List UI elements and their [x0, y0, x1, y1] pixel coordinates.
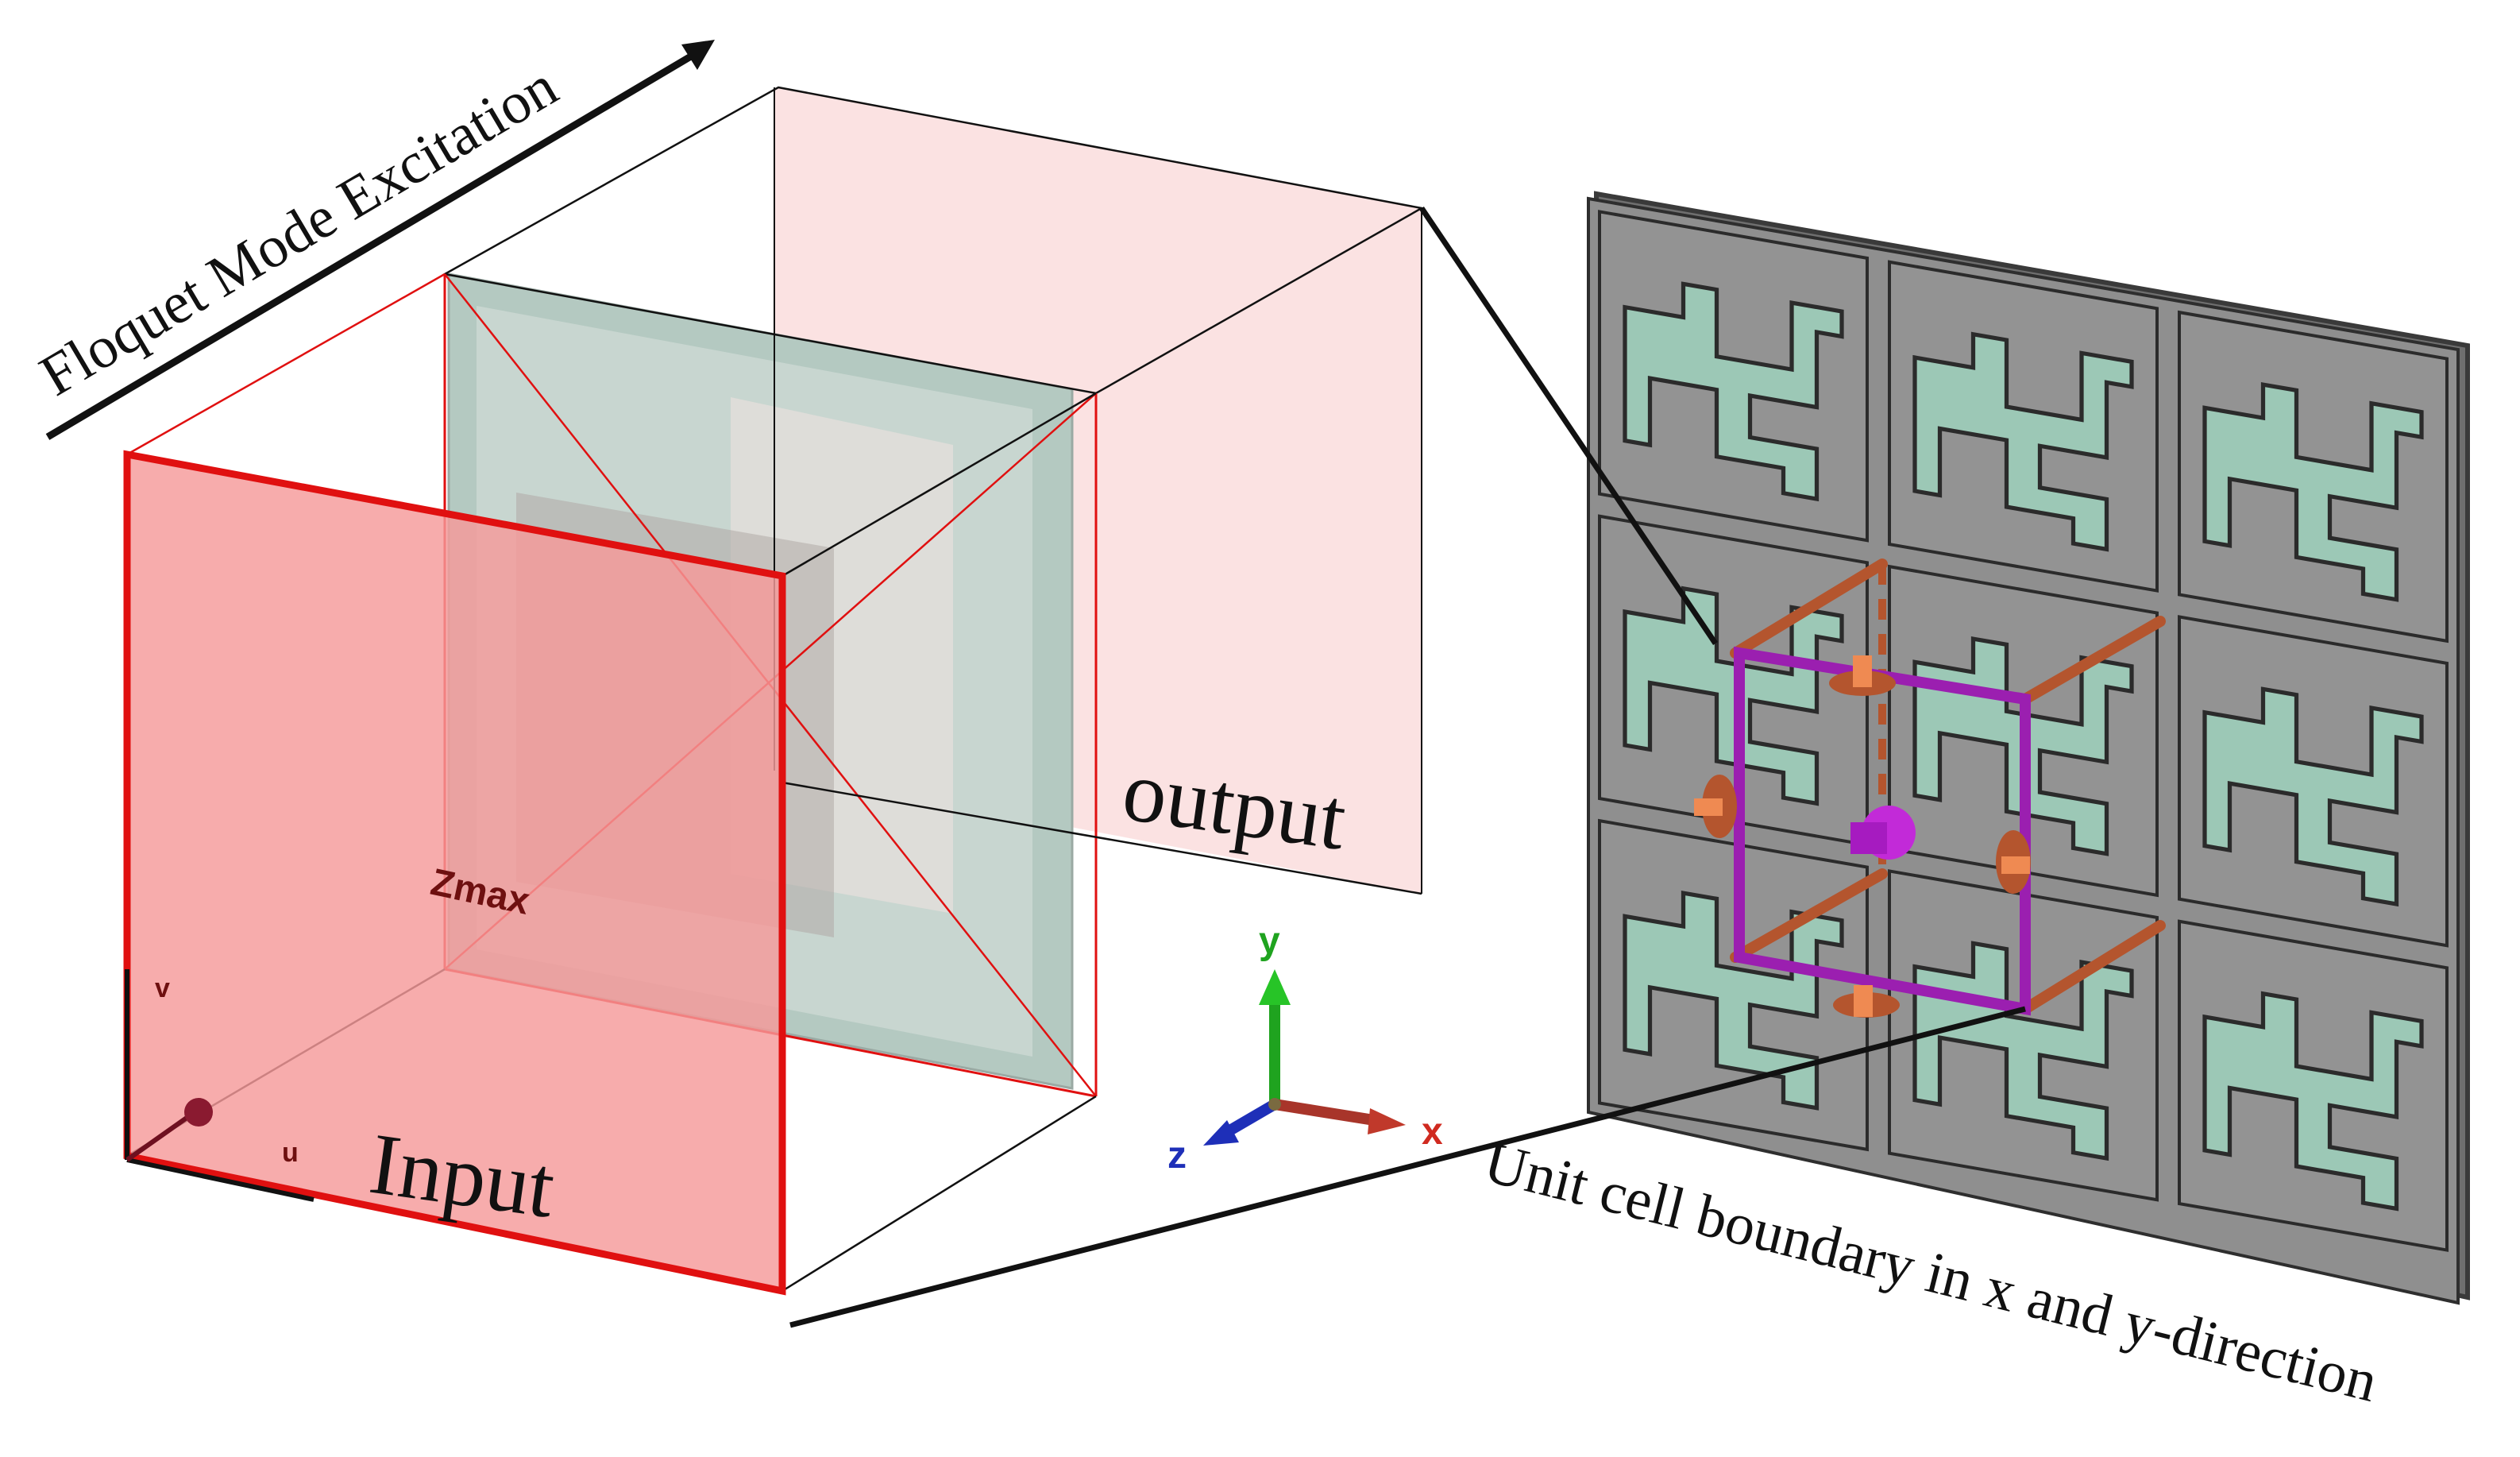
- boundary-arrow-left: [1694, 798, 1723, 816]
- floquet-arrow-head: [681, 40, 715, 70]
- z-axis-label: z: [1167, 1134, 1187, 1177]
- z-axis-head: [1203, 1120, 1239, 1146]
- master-boundary-top-left: [1730, 558, 1888, 659]
- master-boundary-top-right: [2020, 616, 2166, 705]
- z-axis-arrow: [1224, 1099, 1278, 1138]
- x-axis-arrow: [1273, 1099, 1376, 1126]
- slave-boundary-bottom-right: [2020, 920, 2166, 1014]
- u-label: u: [282, 1138, 299, 1168]
- boundary-arrow-top: [1853, 655, 1872, 687]
- y-axis-label: y: [1259, 920, 1280, 962]
- floquet-box: [123, 86, 1425, 1296]
- boundary-arrow-bottom: [1854, 985, 1873, 1017]
- triad-origin: [1268, 1098, 1281, 1111]
- x-axis-label: x: [1422, 1111, 1443, 1153]
- slave-boundary-bottom-left: [1730, 868, 1888, 963]
- boundary-arrow-right: [2001, 856, 2030, 874]
- u-axis-line: [126, 1157, 315, 1202]
- output-bottom-edge: [781, 781, 1422, 895]
- box-edge-top-left: [126, 272, 446, 456]
- port-vector: [125, 1110, 196, 1162]
- center-port-block: [1850, 822, 1887, 854]
- v-label: v: [155, 973, 170, 1003]
- input-port-frame: [123, 450, 786, 1296]
- box-edge-bottom-right: [781, 1095, 1097, 1293]
- port-marker: [184, 1098, 213, 1127]
- zoom-line-top: [1419, 207, 1718, 645]
- floquet-arrow-line: [45, 46, 705, 440]
- coordinate-triad: [1203, 969, 1406, 1146]
- y-axis-head: [1259, 969, 1291, 1005]
- box-edge-top-right: [781, 392, 1097, 578]
- zoom-line-bottom: [789, 1006, 2026, 1328]
- input-port-plane: [127, 454, 782, 1291]
- x-axis-head: [1368, 1108, 1406, 1134]
